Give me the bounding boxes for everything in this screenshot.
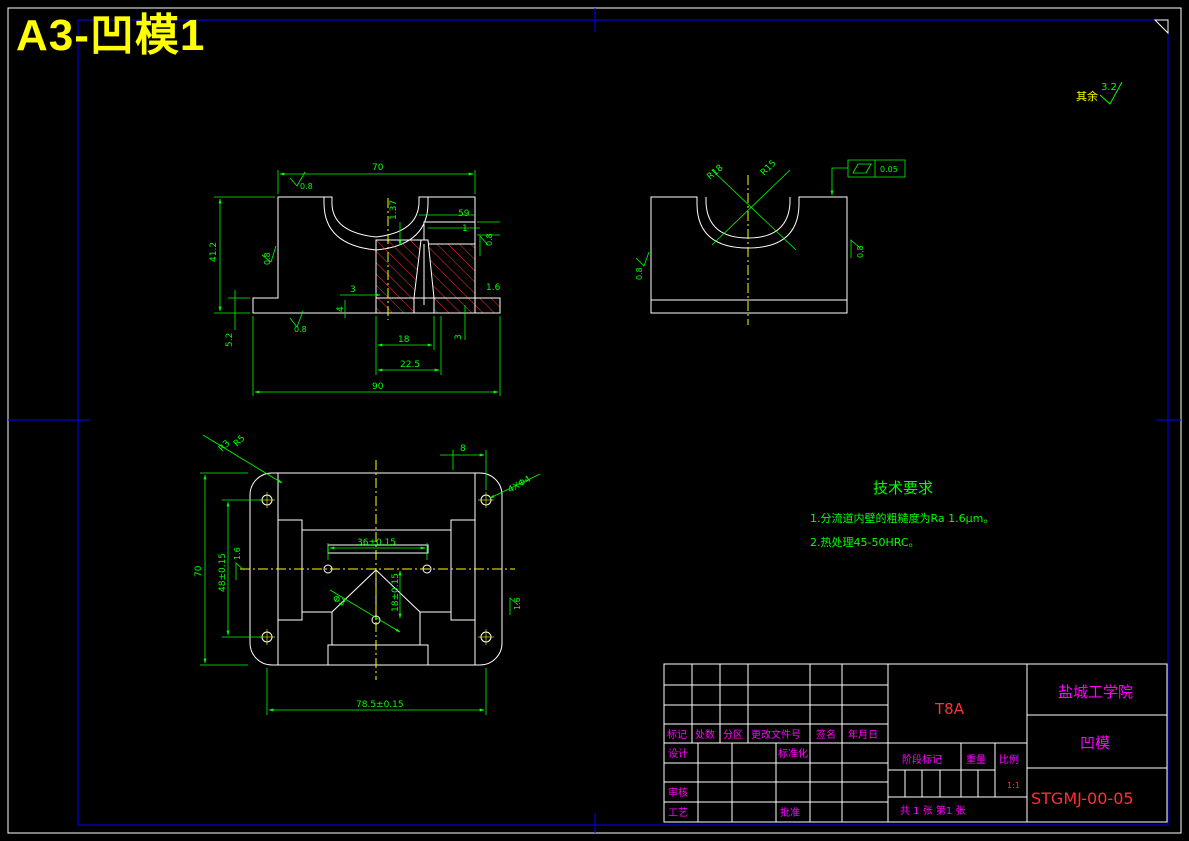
- dim-1-37: 1.37: [389, 200, 399, 220]
- dim-hole-4x: 4XΦ4: [507, 474, 534, 495]
- roughness-0-8-e: 0.8: [635, 267, 644, 280]
- tb-row-approve: 批准: [780, 806, 800, 819]
- title-block: 标记 处数 分区 更改文件号 签名 年月日 设计 标准化 审核 工艺 批准 阶段…: [663, 663, 1168, 823]
- dim-4: 4: [336, 306, 346, 312]
- dim-59: 59: [458, 209, 470, 219]
- dim-18: 18: [398, 335, 410, 345]
- tb-drawing-no: STGMJ-00-05: [1031, 789, 1134, 808]
- side-view: R18 R15 0.05 0.8 0.8: [635, 159, 906, 325]
- dim-48: 48±0.15: [218, 553, 228, 592]
- dim-1: 1: [462, 224, 468, 234]
- top-view: R3 R5 8 4XΦ4 36±0.15 48±0.15 18±0.15 Φ3 …: [194, 434, 541, 715]
- tb-weight: 重量: [966, 753, 986, 766]
- tb-material: T8A: [934, 700, 965, 718]
- tb-scale-value: 1:1: [1007, 781, 1020, 790]
- dim-18-tol: 18±0.15: [391, 573, 401, 612]
- dim-70-top: 70: [372, 163, 384, 173]
- tb-row-design: 设计: [668, 747, 688, 760]
- dim-r5: R5: [232, 434, 248, 450]
- front-view-dimensions: [214, 170, 501, 396]
- tb-header-count: 处数: [695, 728, 715, 741]
- front-view-roughness-symbols: [261, 171, 489, 328]
- tb-part-name: 凹模: [1080, 734, 1110, 752]
- front-view-dimension-texts: 70 90 41.2 5.2 59 1 1.37 3 3 4 18 22.5 1…: [209, 163, 501, 392]
- roughness-note-label: 其余: [1076, 89, 1098, 103]
- roughness-1-6-a: 1.6: [233, 547, 242, 560]
- roughness-note-value: 3.2: [1101, 82, 1117, 93]
- tb-stage-mark: 阶段标记: [902, 753, 942, 766]
- dim-r15: R15: [759, 159, 779, 179]
- roughness-0-8-a: 0.8: [300, 182, 313, 191]
- tech-req-item-1: 1.分流道内壁的粗糙度为Ra 1.6μm。: [810, 511, 994, 525]
- tolerance-value: 0.05: [880, 165, 898, 174]
- tb-header-change-doc: 更改文件号: [751, 728, 801, 741]
- general-roughness-note: 其余 3.2: [1076, 81, 1123, 105]
- tb-row-process: 工艺: [668, 807, 688, 819]
- roughness-0-8-f: 0.8: [856, 245, 865, 258]
- tb-row-standard: 标准化: [778, 747, 808, 760]
- roughness-1-6-b: 1.6: [513, 597, 522, 610]
- tb-header-date: 年月日: [848, 728, 878, 741]
- dim-90: 90: [372, 382, 384, 392]
- dim-36: 36±0.15: [357, 538, 396, 548]
- sheet-border: [7, 7, 1182, 834]
- tech-req-item-2: 2.热处理45-50HRC。: [810, 536, 920, 549]
- roughness-0-8-d: 0.8: [485, 233, 494, 246]
- tb-sheets: 共 1 张 第1 张: [900, 804, 965, 817]
- tb-scale-label: 比例: [999, 753, 1019, 766]
- dim-8: 8: [460, 444, 466, 454]
- dim-3-a: 3: [350, 285, 356, 295]
- roughness-0-8-c: 0.8: [294, 325, 307, 334]
- drawing-title-overlay: A3-凹模1: [16, 11, 206, 60]
- dim-5-2: 5.2: [225, 333, 235, 347]
- dim-phi3: Φ3: [331, 594, 347, 609]
- dim-r18: R18: [706, 163, 726, 182]
- technical-requirements: 技术要求 1.分流道内壁的粗糙度为Ra 1.6μm。 2.热处理45-50HRC…: [810, 479, 994, 549]
- tb-school: 盐城工学院: [1058, 683, 1133, 701]
- roughness-0-8-b: 0.8: [263, 252, 272, 265]
- dim-22-5: 22.5: [400, 360, 420, 370]
- dim-1-6: 1.6: [486, 283, 501, 293]
- tb-header-signature: 签名: [816, 728, 836, 741]
- front-view-roughness-texts: 0.8 0.8 0.8 0.8: [263, 182, 494, 334]
- dim-78-5: 78.5±0.15: [356, 700, 404, 710]
- tb-header-zone: 分区: [723, 729, 743, 741]
- front-section-view: [252, 196, 501, 320]
- dim-3-b: 3: [454, 334, 464, 340]
- dim-41-2: 41.2: [209, 242, 219, 262]
- tb-row-check: 审核: [668, 786, 688, 799]
- tb-header-mark: 标记: [667, 729, 687, 741]
- tech-req-heading: 技术要求: [873, 479, 933, 497]
- dim-70-left: 70: [194, 565, 204, 577]
